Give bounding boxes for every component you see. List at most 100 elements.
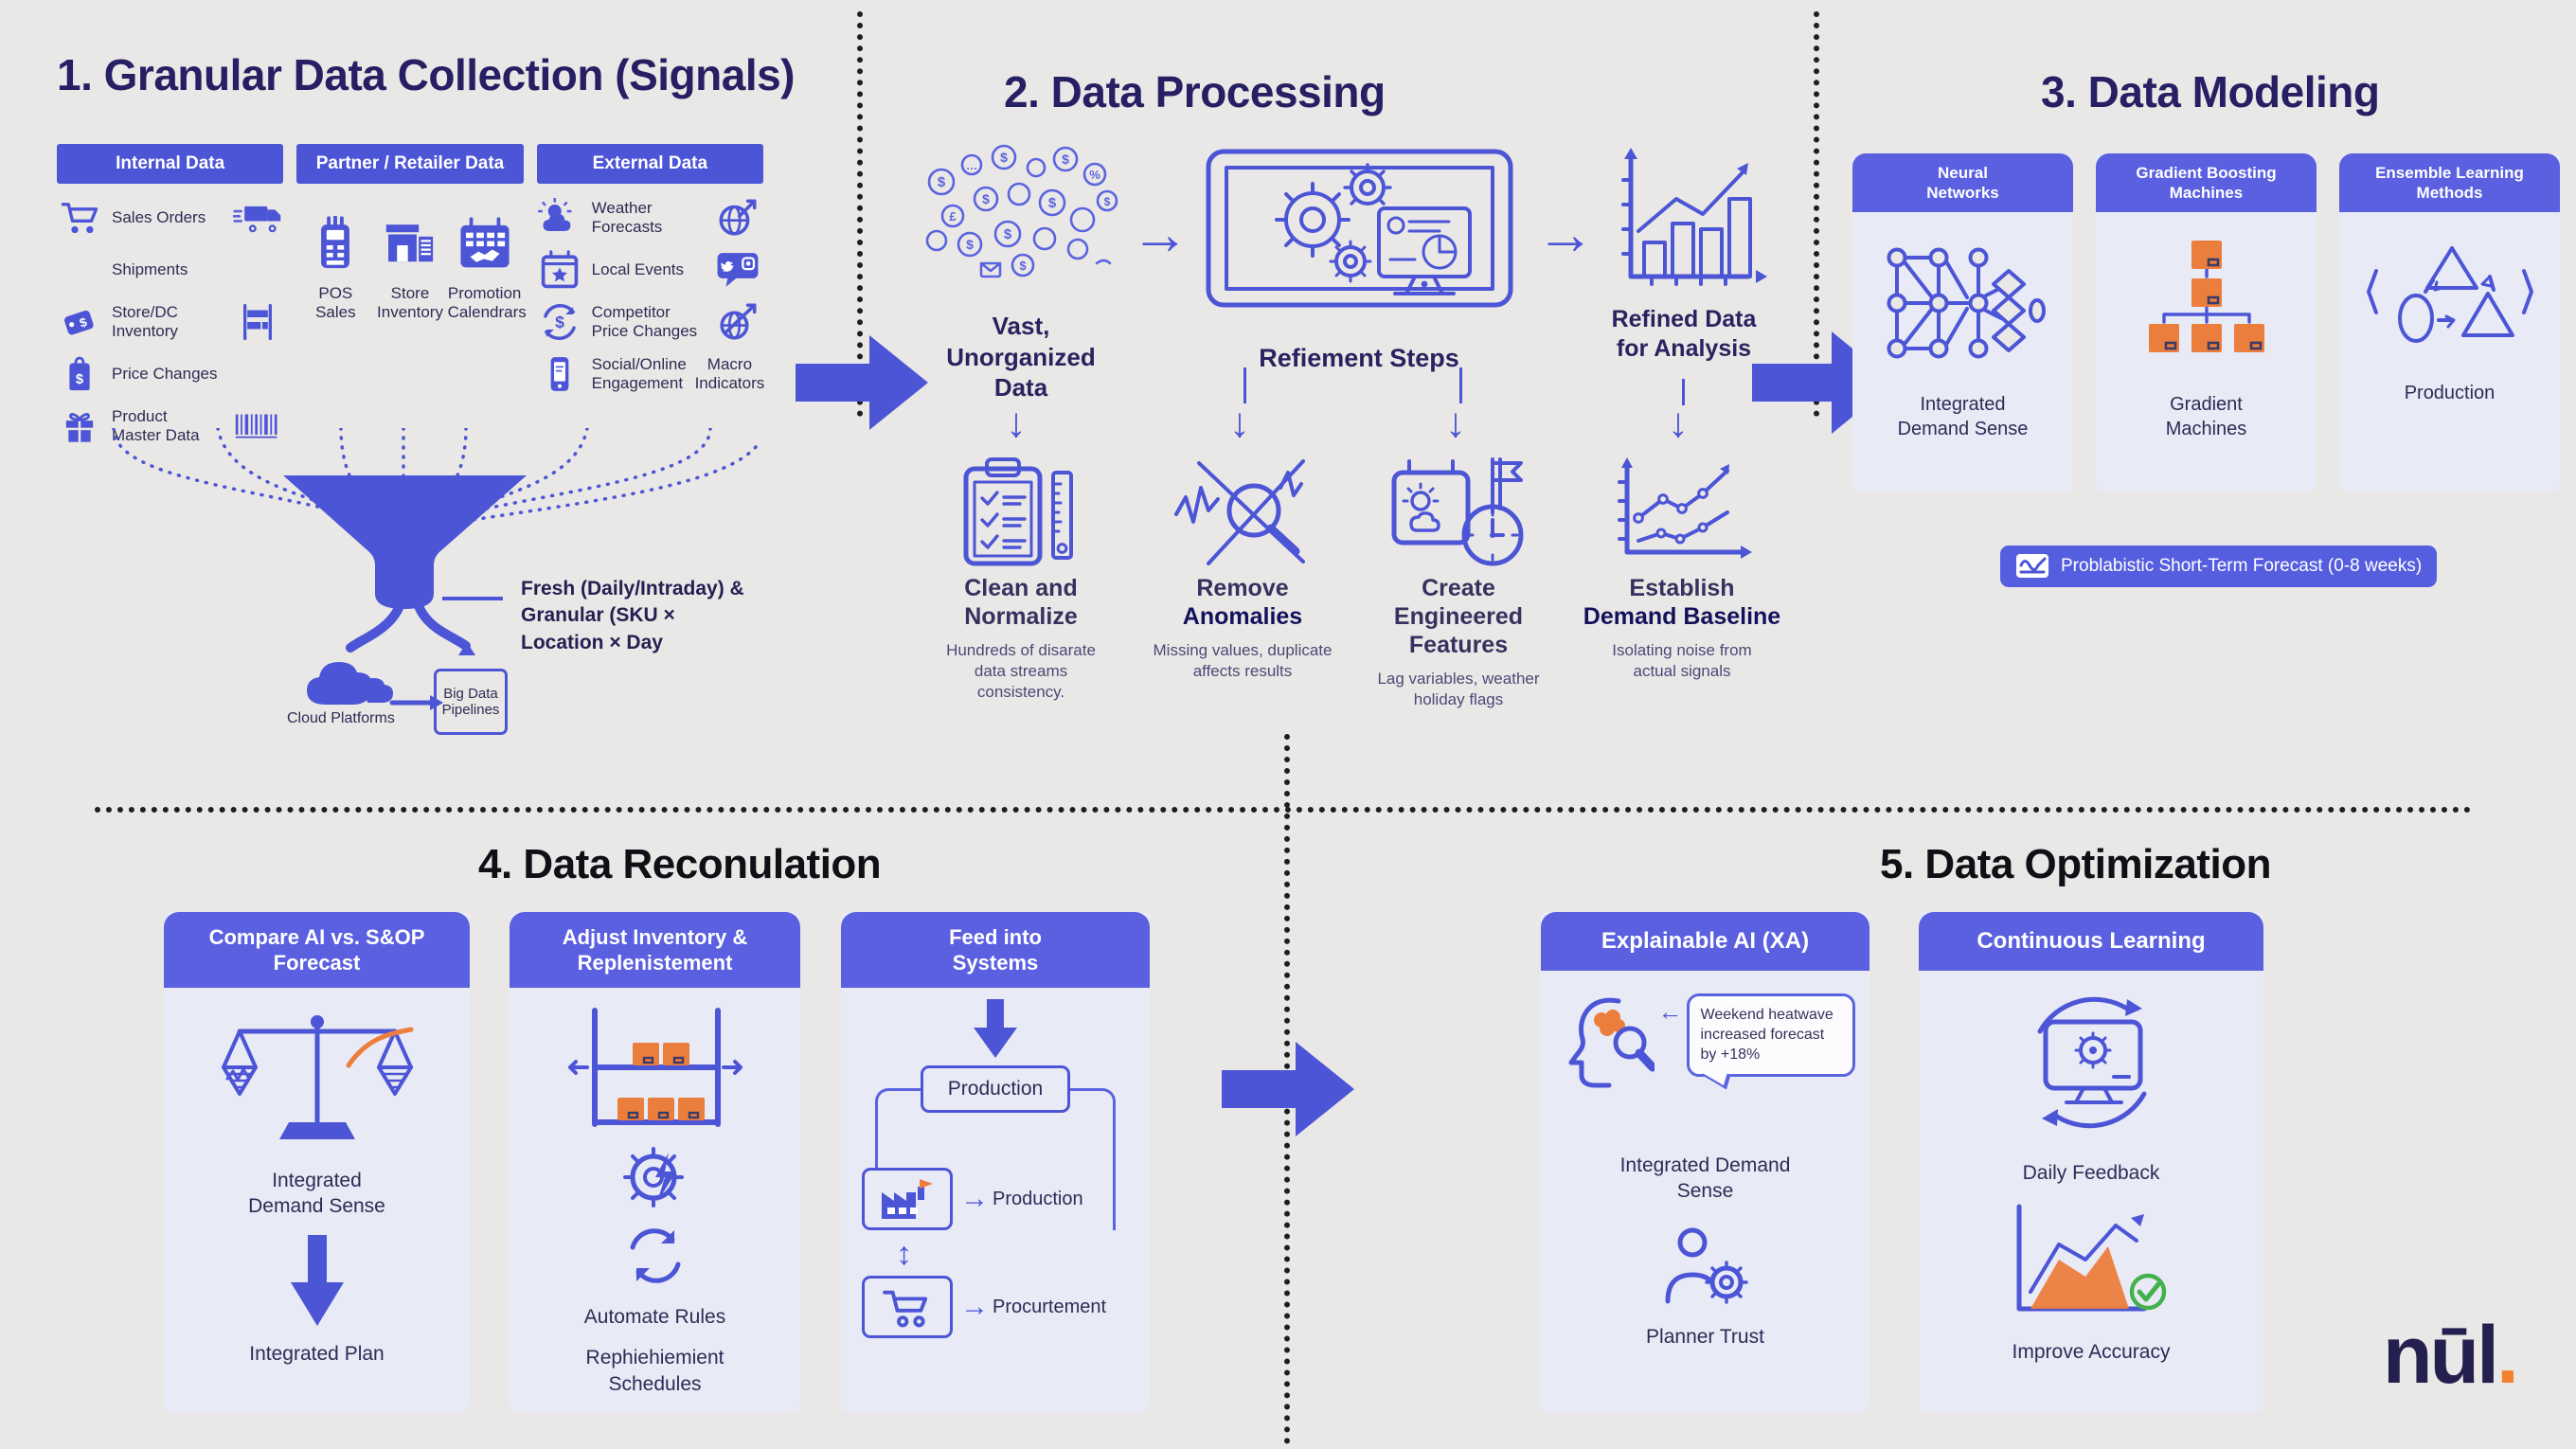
event-calendar-icon xyxy=(537,249,582,291)
list-item: Local Events xyxy=(537,243,763,295)
svg-text:£: £ xyxy=(949,209,957,224)
item-label: POS Sales xyxy=(315,284,356,321)
funnel-note: Fresh (Daily/Intraday) & Granular (SKU ×… xyxy=(521,578,744,653)
nul-logo: nūl. xyxy=(2383,1309,2519,1403)
card-continuous-learning: Continuous Learning Daily Feedback Impro… xyxy=(1919,912,2263,1413)
card-label: Automate Rules xyxy=(583,1306,726,1328)
item-label: Sales Orders xyxy=(112,207,206,226)
item-label: Product Master Data xyxy=(112,406,200,444)
flow-arrow-3 xyxy=(1222,1042,1354,1136)
factory-icon xyxy=(878,1177,937,1221)
svg-text:$: $ xyxy=(966,237,974,252)
cart-icon xyxy=(57,199,102,237)
card-header: Gradient Boosting Machines xyxy=(2096,153,2317,212)
connector-line xyxy=(1682,379,1685,405)
list-item: Store Inventory xyxy=(373,216,447,321)
card-neural-networks: Neural Networks Integrated Demand Sense xyxy=(1852,153,2073,492)
divider-horizontal xyxy=(95,807,2472,813)
monitor-gears-icon xyxy=(1206,149,1513,308)
flow-label-refinement: Refiement Steps xyxy=(1259,344,1459,372)
pos-terminal-icon xyxy=(298,216,372,275)
inventory-rack-icon xyxy=(564,1005,746,1130)
left-arrow-icon: ← xyxy=(1657,997,1683,1026)
down-arrow-icon: ↓ xyxy=(1229,400,1250,446)
weather-icon xyxy=(537,197,582,238)
flow-arrow-1 xyxy=(796,335,928,430)
column-header: External Data xyxy=(536,144,763,184)
card-label: Integrated Demand Sense xyxy=(248,1170,385,1218)
svg-text:$: $ xyxy=(1062,152,1069,167)
big-down-arrow-icon xyxy=(974,999,1017,1058)
column-header: Internal Data xyxy=(57,144,284,184)
card-ensemble-learning: Ensemble Learning Methods Production xyxy=(2339,153,2560,492)
accuracy-chart-icon xyxy=(2004,1201,2178,1324)
cloud-label: Cloud Platforms xyxy=(287,710,395,726)
divider-vertical-1 xyxy=(857,11,863,417)
clipboard-ruler-icon xyxy=(958,456,1083,571)
column-header: Partner / Retailer Data xyxy=(296,144,524,184)
price-cycle-icon: $ xyxy=(537,300,582,344)
truck-icon xyxy=(232,201,283,235)
production-system-box: Production xyxy=(921,1065,1070,1113)
step-title: Establish xyxy=(1629,575,1735,601)
svg-text:…: … xyxy=(966,159,977,172)
procurement-box xyxy=(862,1276,953,1338)
connector-bracket-right xyxy=(1070,1088,1116,1230)
card-header: Neural Networks xyxy=(1852,153,2073,212)
list-item: $ Price Changes xyxy=(57,348,283,400)
shelf-icon xyxy=(232,301,283,343)
item-label: Price Changes xyxy=(112,364,218,383)
svg-text:$: $ xyxy=(1048,195,1057,211)
modeling-cards: Neural Networks Integrated Demand Sense … xyxy=(1852,153,2560,492)
connector-bracket-left xyxy=(875,1088,921,1170)
step-clean-normalize: Clean and Normalize Hundreds of disarate… xyxy=(911,453,1131,703)
card-label: Production xyxy=(993,1189,1083,1209)
column-internal-data: Internal Data Sales Orders Shipments $ S… xyxy=(57,144,284,452)
card-header: Adjust Inventory & Replenistement xyxy=(510,912,800,988)
down-arrow-icon: ↓ xyxy=(1445,400,1466,446)
note-pointer-line xyxy=(442,597,503,600)
list-item: Sales Orders xyxy=(57,191,283,243)
down-arrow-icon: ↓ xyxy=(1006,400,1027,446)
column-external-data: External Data Weather Forecasts Local Ev… xyxy=(536,144,764,452)
step-demand-baseline: Establish Demand Baseline Isolating nois… xyxy=(1572,453,1792,682)
step-desc: Missing values, duplicate affects result… xyxy=(1153,641,1333,681)
card-label: Integrated Plan xyxy=(249,1342,385,1365)
step-remove-anomalies: Remove Anomalies Missing values, duplica… xyxy=(1133,453,1352,682)
flow-label-refined-data: Refined Data for Analysis xyxy=(1611,306,1757,363)
section2-title: 2. Data Processing xyxy=(1004,67,1386,116)
data-cluster-icon: $$$$$$$$$£%… xyxy=(925,144,1118,278)
calendar-clock-flag-icon xyxy=(1386,456,1530,571)
right-arrow-icon: → xyxy=(1131,202,1190,267)
list-item: Social/Online Engagement Macro Indicator… xyxy=(537,348,764,400)
svg-text:$: $ xyxy=(76,371,83,386)
step-title-emph: Anomalies xyxy=(1182,603,1303,630)
forecast-wave-icon xyxy=(2015,552,2049,581)
list-item: Weather Forecasts xyxy=(537,191,763,243)
right-arrow-icon: → xyxy=(960,1291,989,1322)
phone-icon xyxy=(537,353,582,395)
item-label: Store/DC Inventory xyxy=(112,302,178,340)
card-header: Continuous Learning xyxy=(1919,912,2263,971)
updown-arrow-icon: ↕ xyxy=(896,1236,912,1272)
card-label: Rephiehiemient Schedules xyxy=(585,1347,724,1395)
down-arrow-icon: ↓ xyxy=(1668,400,1689,446)
globe-trend-icon xyxy=(712,196,763,240)
step-title: Remove xyxy=(1196,575,1289,601)
promo-calendar-icon xyxy=(448,216,522,275)
list-item: $ Competitor Price Changes xyxy=(537,295,763,348)
anomaly-magnifier-icon xyxy=(1171,456,1315,571)
factory-box xyxy=(862,1168,953,1230)
section3-title: 3. Data Modeling xyxy=(2041,67,2380,116)
item-label: Store Inventory xyxy=(377,284,443,321)
card-feed-systems: Feed into Systems Production → Productio… xyxy=(841,912,1150,1413)
store-icon xyxy=(373,216,447,275)
refined-chart-icon xyxy=(1621,148,1767,286)
globe-trend-icon xyxy=(712,300,763,344)
column-partner-retailer-data: Partner / Retailer Data POS Sales Store … xyxy=(296,144,527,452)
svg-text:%: % xyxy=(1089,168,1100,182)
card-compare-forecast: Compare AI vs. S&OP Forecast Integrated … xyxy=(164,912,470,1413)
step-engineered-features: Create Engineered Features Lag variables… xyxy=(1349,453,1568,710)
connector-line xyxy=(1459,367,1462,403)
